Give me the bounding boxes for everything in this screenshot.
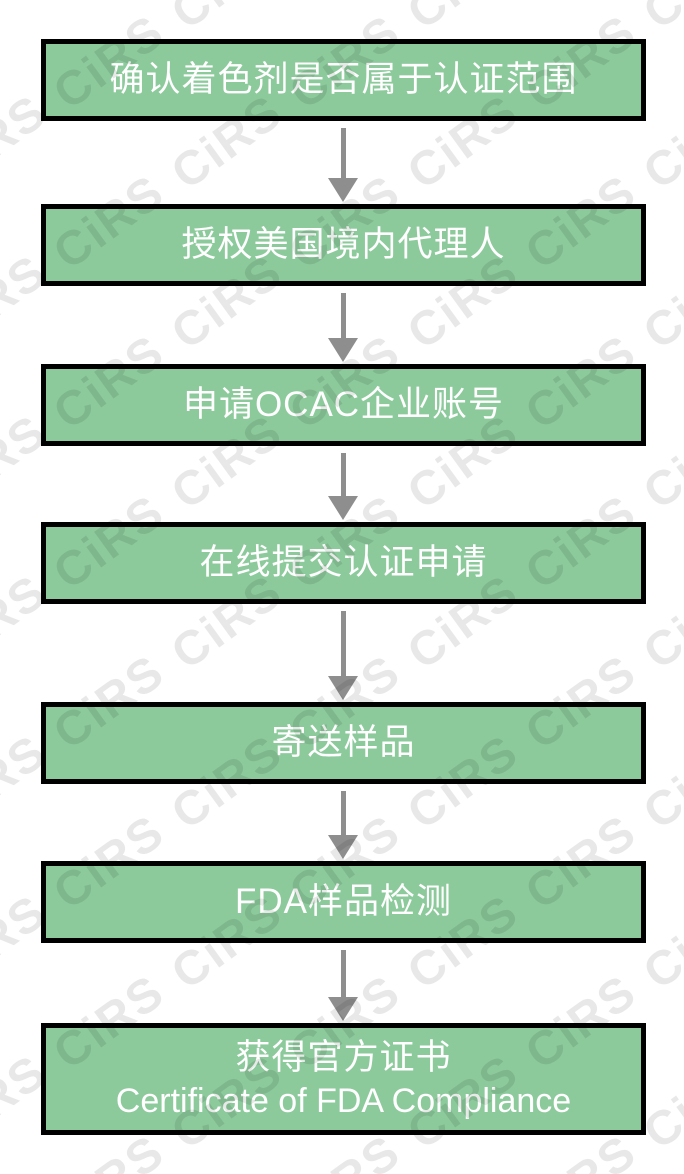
- step-label: 确认着色剂是否属于认证范围: [109, 60, 578, 100]
- arrow-head-icon: [328, 338, 358, 362]
- step-box-official-certificate: 获得官方证书 Certificate of FDA Compliance: [41, 1023, 646, 1135]
- step-label: FDA样品检测: [234, 882, 452, 922]
- arrow-stem: [340, 293, 346, 338]
- flow-arrow-down-4: [328, 611, 358, 700]
- flow-arrow-down-6: [328, 950, 358, 1021]
- step-box-us-agent: 授权美国境内代理人: [41, 204, 646, 286]
- step-box-send-samples: 寄送样品: [41, 702, 646, 784]
- step-label: 申请OCAC企业账号: [182, 385, 505, 425]
- flow-arrow-down-3: [328, 453, 358, 520]
- arrow-head-icon: [328, 676, 358, 700]
- arrow-stem: [340, 791, 346, 835]
- arrow-head-icon: [328, 178, 358, 202]
- arrow-head-icon: [328, 997, 358, 1021]
- arrow-stem: [340, 950, 346, 997]
- arrow-head-icon: [328, 835, 358, 859]
- step-box-confirm-scope: 确认着色剂是否属于认证范围: [41, 39, 646, 121]
- step-sublabel: Certificate of FDA Compliance: [115, 1081, 572, 1120]
- step-box-ocac-account: 申请OCAC企业账号: [41, 364, 646, 446]
- flow-arrow-down-5: [328, 791, 358, 859]
- step-label: 获得官方证书: [235, 1037, 452, 1077]
- step-label: 寄送样品: [271, 723, 416, 763]
- flow-arrow-down-1: [328, 128, 358, 202]
- flow-arrow-down-2: [328, 293, 358, 362]
- step-label: 授权美国境内代理人: [181, 225, 506, 265]
- step-label: 在线提交认证申请: [199, 543, 488, 583]
- arrow-stem: [340, 128, 346, 178]
- arrow-stem: [340, 611, 346, 676]
- step-box-fda-sample-testing: FDA样品检测: [41, 861, 646, 943]
- arrow-stem: [340, 453, 346, 496]
- step-box-online-application: 在线提交认证申请: [41, 522, 646, 604]
- arrow-head-icon: [328, 496, 358, 520]
